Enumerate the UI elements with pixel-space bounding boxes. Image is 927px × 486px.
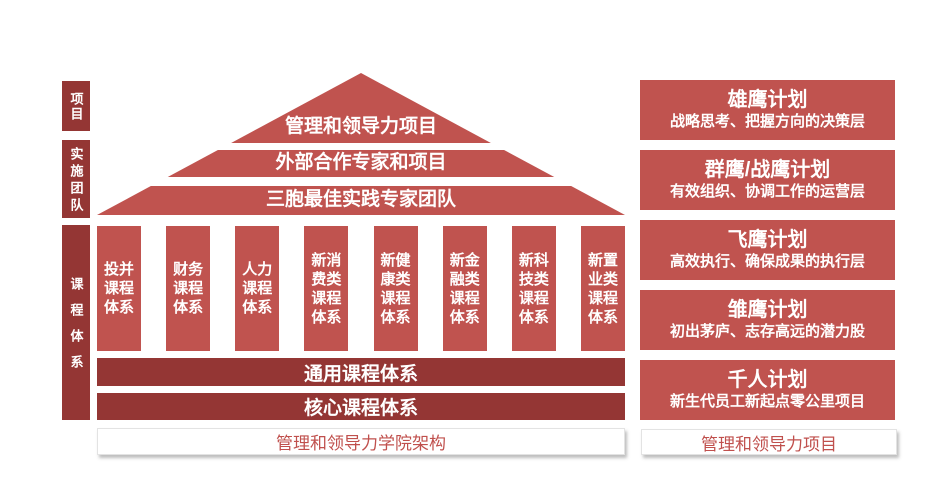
roof-band-bottom-label: 三胞最佳实践专家团队 [265, 189, 456, 210]
academy-structure-caption: 管理和领导力学院架构 [97, 428, 625, 455]
pyramid-roof: 管理和领导力项目 外部合作专家和项目 三胞最佳实践专家团队 [97, 73, 625, 215]
pillar-column-6-label: 新金融类课程体系 [449, 251, 480, 326]
pillar-column-3-label: 人力课程体系 [242, 261, 273, 316]
row-label-implementation-team-text: 实施团队 [68, 147, 84, 215]
roof-band-middle [167, 149, 555, 177]
plan-card-xiongying: 雄鹰计划 战略思考、把握方向的决策层 [640, 80, 895, 140]
pillar-column-8: 新置业类课程体系 [580, 226, 625, 351]
plan-card-feiying-subtitle: 高效执行、确保成果的执行层 [669, 253, 865, 270]
pillar-column-6: 新金融类课程体系 [442, 226, 487, 351]
pillar-column-5-label: 新健康类课程体系 [380, 251, 411, 326]
row-label-project: 项目 [62, 81, 90, 131]
core-course-bar-label: 核心课程体系 [303, 398, 418, 419]
pillar-column-5: 新健康类课程体系 [373, 226, 418, 351]
plan-card-xiongying-subtitle: 战略思考、把握方向的决策层 [669, 113, 865, 130]
plan-card-chuying-title: 雏鹰计划 [727, 299, 808, 321]
academy-structure-caption-text: 管理和领导力学院架构 [276, 434, 446, 453]
plan-card-qianren-title: 千人计划 [727, 369, 808, 391]
row-label-course-system: 课程体系 [62, 225, 90, 420]
pillar-column-4-label: 新消费类课程体系 [311, 251, 342, 326]
row-label-project-text: 项目 [68, 92, 84, 122]
pillar-column-7: 新科技类课程体系 [511, 226, 556, 351]
leadership-program-caption: 管理和领导力项目 [641, 429, 897, 455]
plan-card-feiying: 飞鹰计划 高效执行、确保成果的执行层 [640, 220, 895, 280]
core-course-bar: 核心课程体系 [97, 393, 625, 420]
roof-band-bottom [97, 186, 625, 215]
general-course-bar-label: 通用课程体系 [303, 363, 418, 385]
plan-card-chuying: 雏鹰计划 初出茅庐、志存高远的潜力股 [640, 290, 895, 350]
plan-card-feiying-title: 飞鹰计划 [727, 229, 808, 251]
pillar-column-1-label: 投并课程体系 [103, 261, 134, 316]
plan-card-qunying-title: 群鹰/战鹰计划 [704, 159, 831, 181]
pillar-column-7-label: 新科技类课程体系 [518, 251, 549, 326]
roof-band-middle-label: 外部合作专家和项目 [275, 152, 447, 173]
row-label-implementation-team: 实施团队 [62, 140, 90, 218]
plan-card-xiongying-title: 雄鹰计划 [727, 89, 808, 111]
plan-card-qunying-subtitle: 有效组织、协调工作的运营层 [669, 183, 865, 200]
pillar-row: 投并课程体系 财务课程体系 人力课程体系 新消费类课程体系 新健康类课程体系 新… [97, 226, 625, 351]
pillar-column-8-label: 新置业类课程体系 [587, 251, 618, 326]
roof-band-top-label: 管理和领导力项目 [284, 116, 437, 137]
general-course-bar: 通用课程体系 [97, 358, 625, 386]
plan-card-qianren-subtitle: 新生代员工新起点零公里项目 [669, 393, 865, 410]
leadership-program-caption-text: 管理和领导力项目 [701, 434, 837, 454]
plan-card-chuying-subtitle: 初出茅庐、志存高远的潜力股 [669, 323, 865, 340]
plan-card-qunying: 群鹰/战鹰计划 有效组织、协调工作的运营层 [640, 150, 895, 210]
pillar-column-2: 财务课程体系 [166, 226, 211, 351]
plan-card-qianren: 千人计划 新生代员工新起点零公里项目 [640, 360, 895, 420]
pillar-column-1: 投并课程体系 [97, 226, 141, 351]
pillar-column-4: 新消费类课程体系 [304, 226, 349, 351]
row-label-course-system-text: 课程体系 [68, 277, 84, 381]
pillar-column-3: 人力课程体系 [235, 226, 280, 351]
pillar-column-2-label: 财务课程体系 [173, 261, 204, 316]
